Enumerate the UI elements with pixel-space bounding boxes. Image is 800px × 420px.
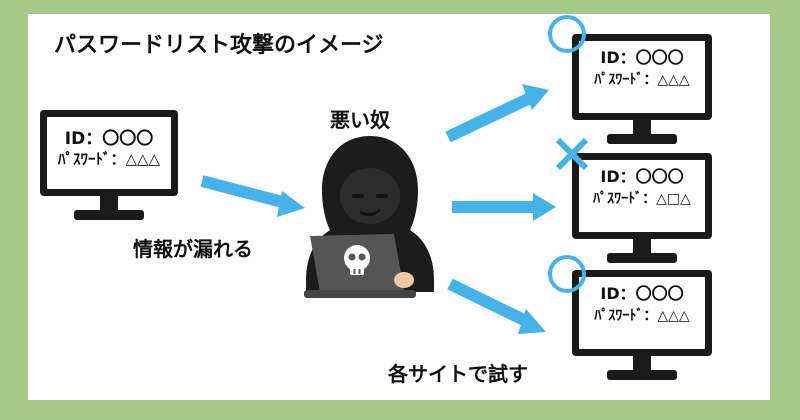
arrow-to-site-3 bbox=[447, 278, 546, 334]
diagram-title: パスワードリスト攻撃のイメージ bbox=[54, 33, 384, 58]
monitor-icon bbox=[548, 255, 712, 380]
skull-icon bbox=[344, 245, 370, 275]
leaked-credentials-monitor: ID：〇〇〇 ﾊﾟｽﾜｰﾄﾞ：△△△ bbox=[40, 110, 178, 220]
smirk bbox=[359, 208, 381, 216]
site-2-password-line: ﾊﾟｽﾜｰﾄﾞ：△□△ bbox=[593, 191, 691, 207]
face-shadow bbox=[340, 168, 400, 224]
arrow-leak bbox=[200, 175, 305, 217]
circle-mark-icon bbox=[548, 15, 586, 53]
cross-mark-icon bbox=[555, 137, 589, 171]
site-monitor-2: ID：〇〇〇 ﾊﾟｽﾜｰﾄﾞ：△□△ bbox=[555, 137, 712, 265]
monitor-icon bbox=[555, 137, 712, 263]
leaked-id-line: ID：〇〇〇 bbox=[64, 129, 154, 149]
leak-label: 情報が漏れる bbox=[133, 237, 253, 261]
laptop bbox=[304, 234, 416, 298]
monitor-icon bbox=[40, 110, 178, 220]
arrow-to-site-2 bbox=[452, 193, 556, 221]
monitor-icon bbox=[548, 15, 712, 144]
site-3-password-line: ﾊﾟｽﾜｰﾄﾞ：△△△ bbox=[594, 308, 690, 324]
eye-right bbox=[376, 194, 388, 198]
site-monitor-1: ID：〇〇〇 ﾊﾟｽﾜｰﾄﾞ：△△△ bbox=[548, 15, 712, 146]
site-1-id-line: ID：〇〇〇 bbox=[600, 48, 684, 67]
arrow-to-site-1 bbox=[445, 84, 549, 143]
hacker-illustration bbox=[304, 136, 434, 298]
villain-label: 悪い奴 bbox=[330, 108, 390, 132]
circle-mark-icon bbox=[548, 255, 586, 293]
site-2-id-line: ID：〇〇〇 bbox=[600, 167, 684, 186]
leaked-password-line: ﾊﾟｽﾜｰﾄﾞ：△△△ bbox=[57, 150, 161, 168]
site-1-password-line: ﾊﾟｽﾜｰﾄﾞ：△△△ bbox=[594, 72, 690, 88]
hand bbox=[394, 272, 414, 288]
site-monitor-3: ID：〇〇〇 ﾊﾟｽﾜｰﾄﾞ：△△△ bbox=[548, 255, 712, 382]
eye-left bbox=[352, 194, 364, 198]
try-label: 各サイトで試す bbox=[388, 362, 528, 386]
site-3-id-line: ID：〇〇〇 bbox=[600, 284, 684, 303]
